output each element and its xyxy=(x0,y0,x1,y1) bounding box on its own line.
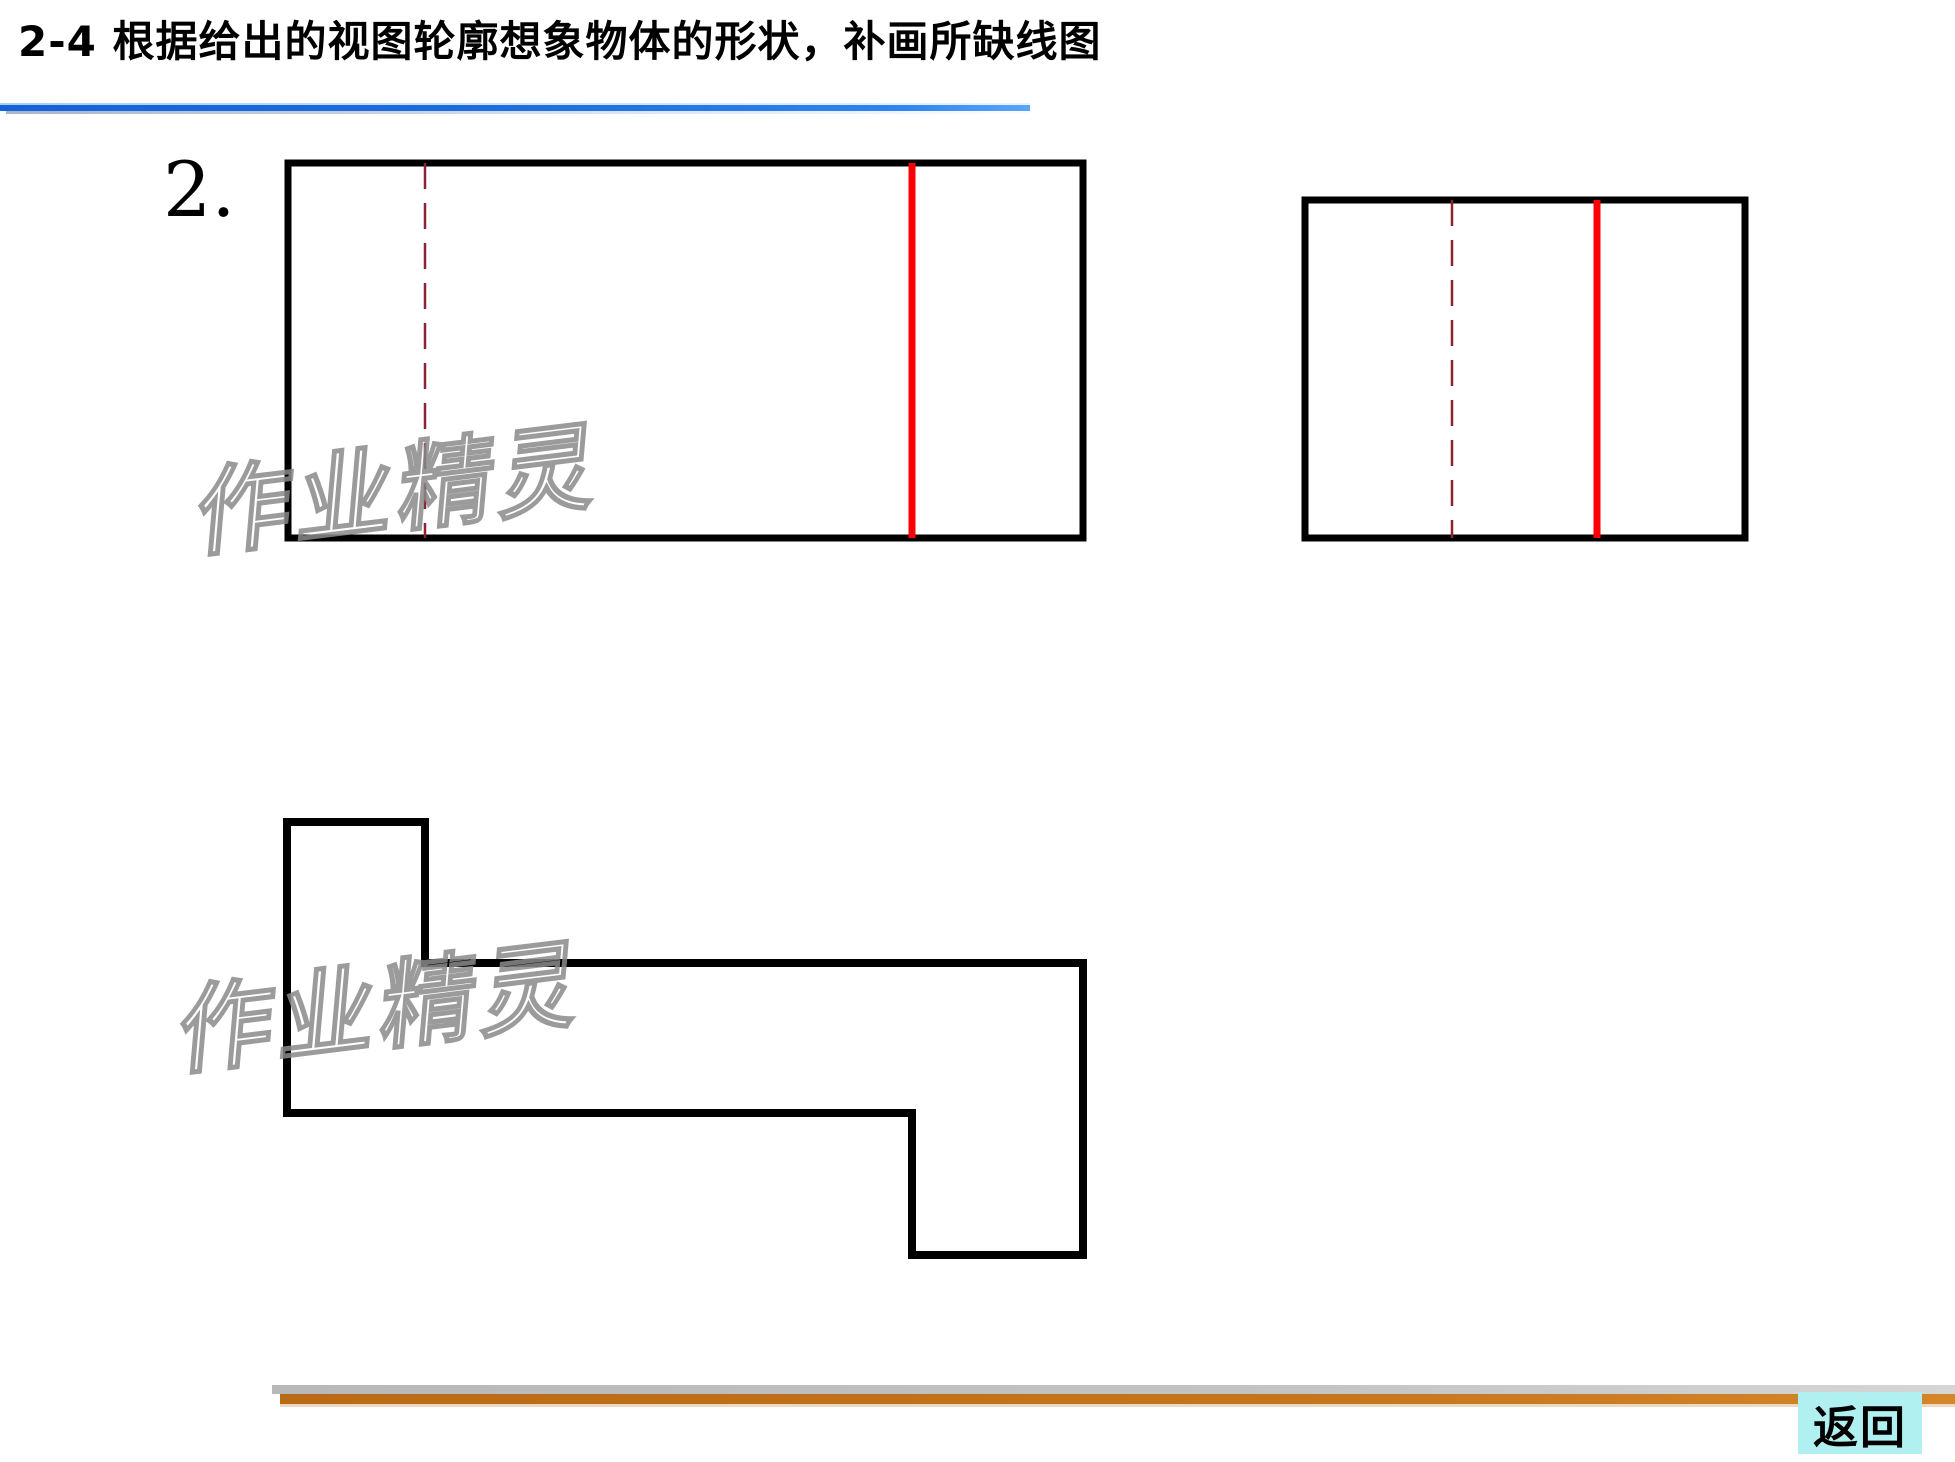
divider-shadow xyxy=(6,111,1030,114)
return-button[interactable]: 返回 xyxy=(1798,1392,1922,1454)
bottom-orange-bar xyxy=(280,1394,1955,1404)
watermark-lower: 作业精灵 xyxy=(173,925,590,1091)
divider-blue-bar xyxy=(0,105,1030,111)
bottom-orange-shadow xyxy=(280,1404,1955,1407)
exercise-item-number: 2. xyxy=(163,145,236,234)
top-divider xyxy=(0,100,1030,114)
bottom-divider xyxy=(272,1385,1955,1407)
watermark-upper: 作业精灵 xyxy=(191,407,608,573)
bottom-gray-bar xyxy=(272,1385,1955,1394)
side-view-outline xyxy=(1301,196,1749,542)
side-view-group xyxy=(1301,196,1749,542)
page-title: 2-4 根据给出的视图轮廓想象物体的形状，补画所缺线图 xyxy=(18,17,1102,66)
divider-highlight xyxy=(0,103,1030,105)
